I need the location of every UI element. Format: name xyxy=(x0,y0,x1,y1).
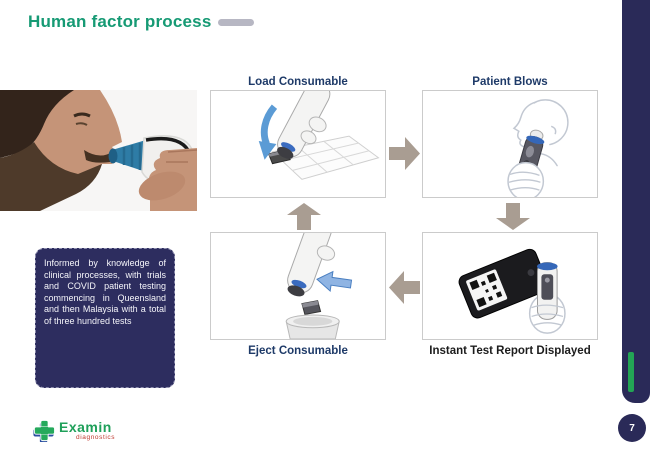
note-text: Informed by knowledge of clinical proces… xyxy=(44,258,166,326)
arrow-down-icon xyxy=(496,203,530,235)
panel-instant-test-report xyxy=(422,232,598,340)
sidebar-progress-marker xyxy=(628,352,634,392)
step-label-instant-test-report: Instant Test Report Displayed xyxy=(429,345,591,357)
company-logo: Examin diagnostics xyxy=(33,420,115,442)
patient-blows-illustration xyxy=(507,99,569,197)
panel-eject-consumable xyxy=(210,232,386,340)
eject-consumable-illustration xyxy=(285,233,353,339)
note-box: Informed by knowledge of clinical proces… xyxy=(35,248,175,388)
step-label-patient-blows: Patient Blows xyxy=(472,76,548,88)
arrow-left-icon xyxy=(389,271,420,309)
logo-tagline: diagnostics xyxy=(76,434,116,441)
patient-blowing-illustration xyxy=(0,90,197,211)
panel-patient-blows xyxy=(422,90,598,198)
page-number-badge: 7 xyxy=(618,414,646,442)
sidebar-accent-bar xyxy=(622,0,650,403)
title-accent-dash xyxy=(218,19,254,26)
arrow-up-icon xyxy=(287,203,321,235)
panel-load-consumable xyxy=(210,90,386,198)
patient-photo xyxy=(0,90,197,211)
page-title: Human factor process xyxy=(28,12,212,31)
load-consumable-illustration xyxy=(258,91,380,180)
page-number: 7 xyxy=(629,422,635,434)
step-label-load-consumable: Load Consumable xyxy=(248,76,348,88)
medical-cross-icon xyxy=(33,420,55,442)
instant-test-report-illustration xyxy=(458,248,566,334)
logo-name: Examin xyxy=(59,419,112,435)
arrow-right-icon xyxy=(389,137,420,175)
step-label-eject-consumable: Eject Consumable xyxy=(248,345,348,357)
